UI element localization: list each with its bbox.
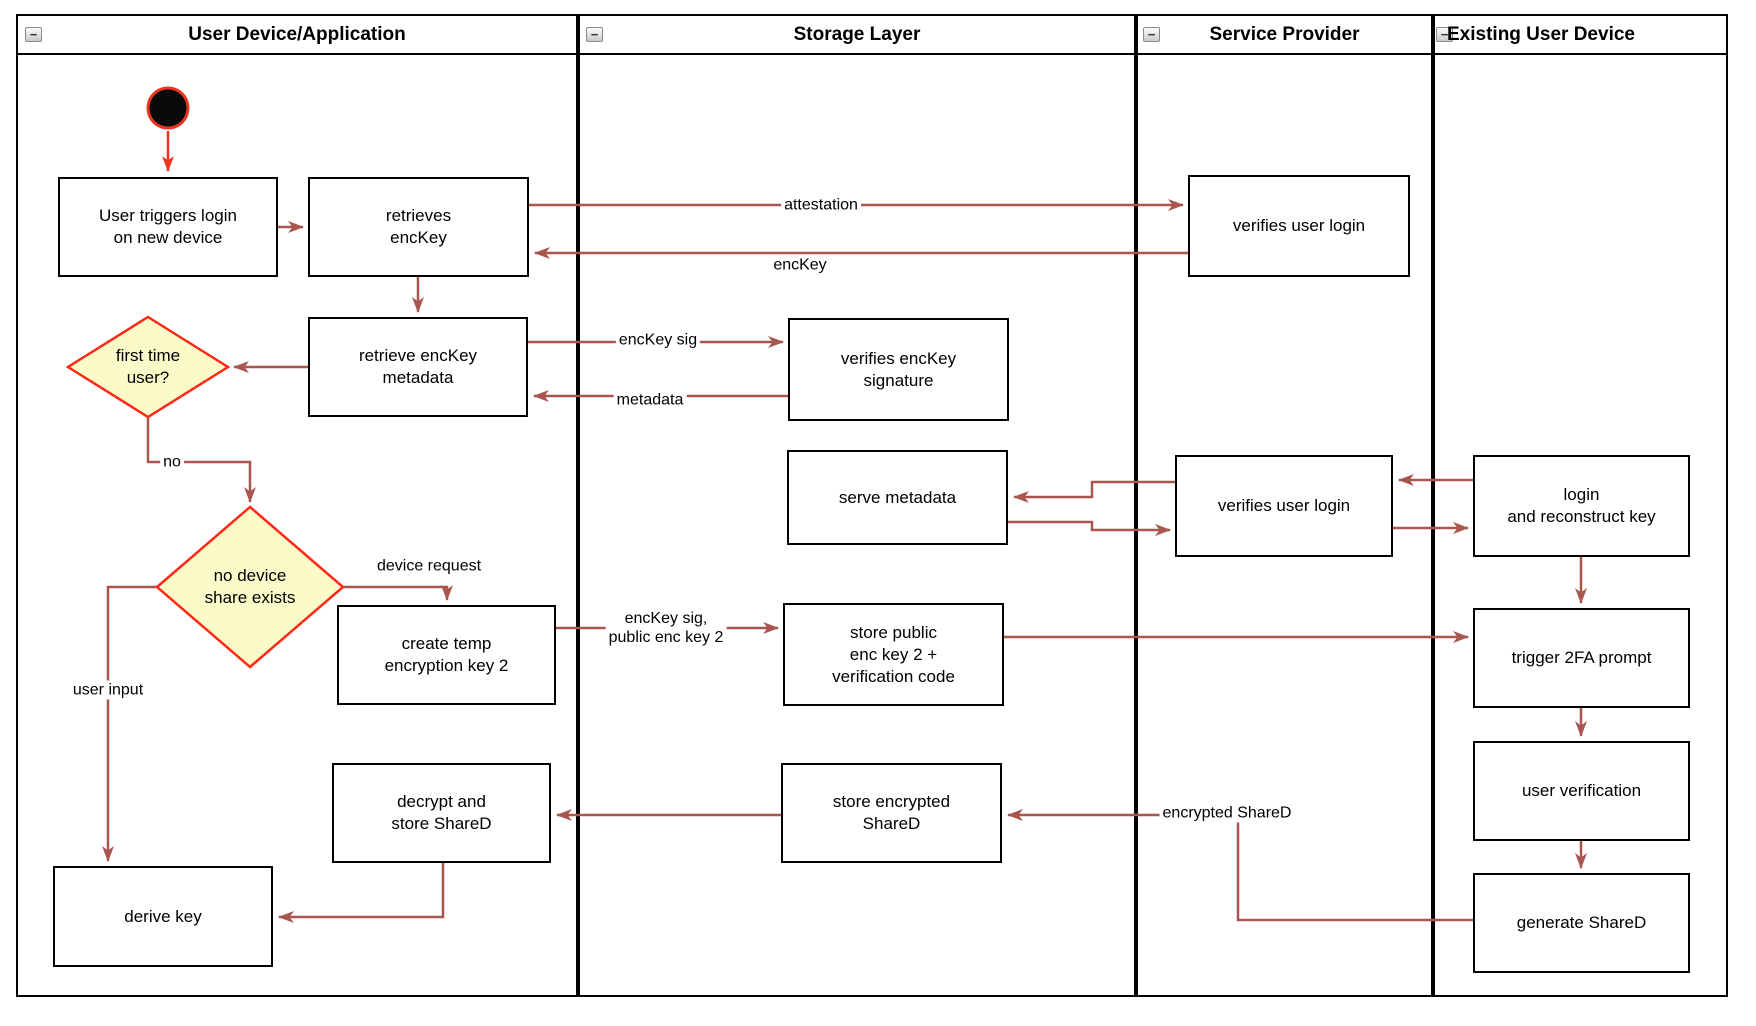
node-store-public-key[interactable]: store public enc key 2 + verification co… [783,603,1004,706]
node-decrypt-store-shared[interactable]: decrypt and store ShareD [332,763,551,863]
edge-user-input [102,585,157,862]
node-store-encrypted-shared[interactable]: store encrypted ShareD [781,763,1002,863]
edge-label-encrypted-shared: encrypted ShareD [1159,803,1295,823]
lane-body-service-provider [1136,55,1433,997]
node-generate-shared[interactable]: generate ShareD [1473,873,1690,973]
edge-no-branch [146,417,256,503]
node-verifies-user-login-top[interactable]: verifies user login [1188,175,1410,277]
node-verifies-user-login-mid[interactable]: verifies user login [1175,455,1393,557]
node-login-reconstruct-key[interactable]: login and reconstruct key [1473,455,1690,557]
edge-decrypt-to-derive [278,863,445,923]
edge-label-no: no [160,452,184,472]
edge-serve-to-verifies [1008,520,1171,536]
lane-title-user-device: User Device/Application [188,23,406,45]
node-retrieves-enckey[interactable]: retrieves encKey [308,177,529,277]
node-trigger-2fa[interactable]: trigger 2FA prompt [1473,608,1690,708]
lane-body-storage-layer [578,55,1136,997]
collapse-icon[interactable]: − [1143,27,1160,42]
lane-title-service-provider: Service Provider [1209,23,1360,45]
decision-no-device-share[interactable] [155,505,345,669]
node-verifies-enckey-signature[interactable]: verifies encKey signature [788,318,1009,421]
collapse-icon[interactable]: − [586,27,603,42]
edge-label-user-input: user input [69,680,147,700]
node-derive-key[interactable]: derive key [53,866,273,967]
edge-device-request [343,585,453,601]
lane-header-storage-layer[interactable] [578,14,1136,55]
edge-label-attestation: attestation [781,195,861,215]
edge-label-metadata: metadata [613,390,687,410]
lane-title-storage-layer: Storage Layer [793,23,921,45]
node-user-verification[interactable]: user verification [1473,741,1690,841]
lane-title-existing-user-device: Existing User Device [1447,23,1635,45]
collapse-icon[interactable]: − [25,27,42,42]
edge-label-enckey-sig: encKey sig [615,330,701,350]
collapse-icon[interactable]: − [1436,27,1453,42]
edge-label-enckey-sig-public: encKey sig, public enc key 2 [605,609,727,647]
node-create-temp-key[interactable]: create temp encryption key 2 [337,605,556,705]
start-node[interactable] [146,86,190,130]
edge-label-enckey: encKey [773,256,827,274]
edge-encrypted-shared [1007,809,1473,922]
lane-header-user-device[interactable] [16,14,578,55]
decision-first-time-user[interactable] [65,315,231,419]
lane-header-existing-user-device[interactable] [1433,14,1728,55]
node-serve-metadata[interactable]: serve metadata [787,450,1008,545]
lane-body-existing-user-device [1433,55,1728,997]
edge-verifies-to-serve [1013,480,1175,503]
node-retrieve-enckey-metadata[interactable]: retrieve encKey metadata [308,317,528,417]
edge-label-device-request: device request [376,557,482,575]
node-user-triggers-login[interactable]: User triggers login on new device [58,177,278,277]
lane-body-user-device [16,55,578,997]
lane-header-service-provider[interactable] [1136,14,1433,55]
